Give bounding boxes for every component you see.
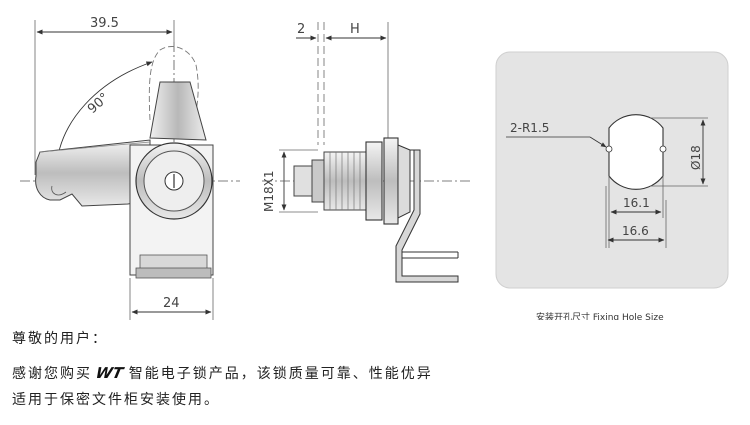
radius-label: 2-R1.5 bbox=[510, 121, 549, 135]
angle-label: 90° bbox=[85, 90, 112, 117]
fixing-hole-caption: 安装开孔尺寸 Fixing Hole Size bbox=[536, 311, 664, 320]
front-view: 39.5 90° 24 bbox=[20, 16, 240, 320]
technical-drawing: 39.5 90° 24 bbox=[20, 16, 729, 320]
diameter-label: Ø18 bbox=[689, 145, 703, 170]
thread-dimension-label: M18X1 bbox=[262, 171, 276, 212]
side-view: 2 H M18X1 bbox=[262, 22, 470, 283]
h-dimension-label: H bbox=[350, 22, 360, 37]
width-large-label: 16.6 bbox=[622, 224, 649, 238]
usage-line: 适用于保密文件柜安装使用。 bbox=[12, 392, 220, 408]
width-small-label: 16.1 bbox=[623, 196, 650, 210]
bottom-width-label: 24 bbox=[163, 296, 180, 311]
fixing-hole-panel: 2-R1.5 Ø18 16.1 16.6 bbox=[495, 51, 729, 289]
greeting-text: 尊敬的用户： bbox=[12, 331, 108, 347]
intro-after-brand: 智能电子锁产品，该锁质量可靠、性能优异 bbox=[128, 366, 433, 382]
intro-before-brand: 感谢您购买 bbox=[12, 366, 92, 382]
brand-logo: WT bbox=[94, 364, 125, 382]
gap-dimension-label: 2 bbox=[297, 22, 305, 37]
width-dimension-label: 39.5 bbox=[90, 16, 119, 31]
